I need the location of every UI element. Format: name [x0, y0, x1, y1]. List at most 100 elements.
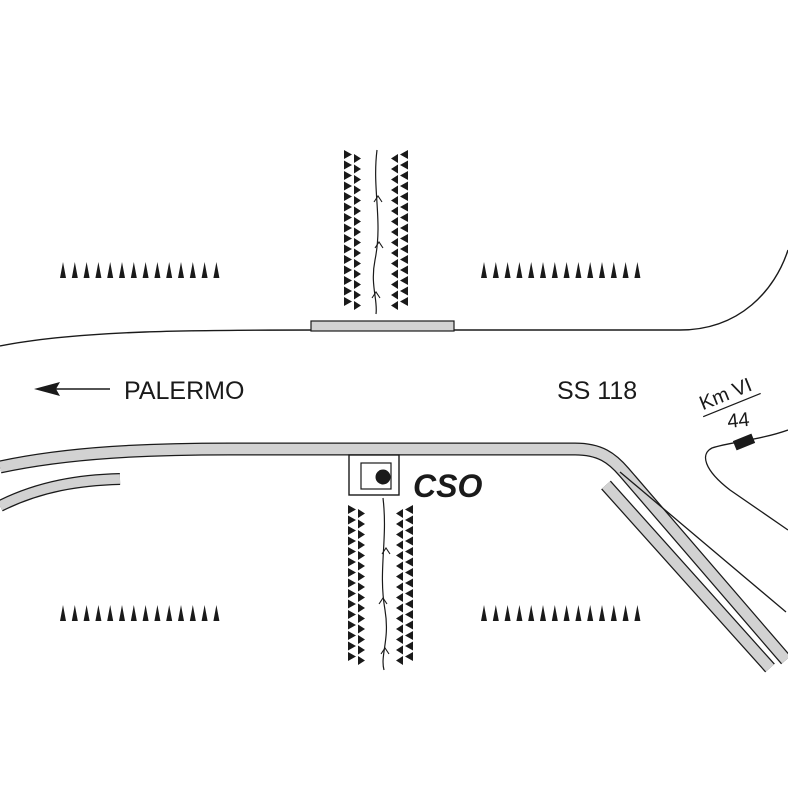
vegetation-symbol-icon [358, 603, 365, 613]
vegetation-symbol-icon [391, 164, 398, 174]
vegetation-symbol-icon [610, 605, 617, 621]
side-road-edge [704, 429, 788, 531]
vegetation-symbol-icon [400, 202, 408, 212]
vegetation-symbol-icon [400, 244, 408, 254]
vegetation-symbol-icon [130, 262, 137, 278]
vegetation-symbol-icon [344, 265, 352, 275]
vegetation-symbol-icon [348, 526, 356, 535]
vegetation-symbol-icon [201, 262, 208, 278]
vegetation-symbol-icon [391, 290, 398, 300]
vegetation-symbol-icon [400, 181, 408, 191]
vegetation-symbol-icon [178, 605, 184, 621]
vegetation-symbol-icon [358, 519, 365, 529]
vegetation-symbol-icon [610, 262, 617, 278]
vegetation-symbol-icon [95, 605, 102, 621]
vegetation-symbol-icon [354, 185, 361, 195]
direction-arrow-icon [34, 382, 110, 396]
vegetation-symbol-icon [83, 605, 90, 621]
vegetation-symbol-icon [400, 276, 408, 285]
vegetation-symbol-icon [391, 217, 398, 226]
vegetation-symbol-icon [396, 561, 403, 571]
vegetation-symbol-icon [587, 262, 594, 278]
vegetation-symbol-icon [348, 547, 356, 556]
vegetation-symbol-icon [563, 262, 570, 278]
vegetation-symbol-icon [599, 262, 605, 278]
vegetation-symbol-icon [551, 605, 558, 621]
vegetation-symbol-icon [634, 262, 641, 278]
vegetation-symbol-icon [358, 572, 365, 581]
vegetation-symbol-icon [396, 530, 403, 539]
vegetation-symbol-icon [504, 605, 511, 621]
ramp-line [619, 471, 787, 613]
vegetation-symbol-icon [189, 605, 196, 621]
bridge-deck-north [310, 320, 455, 332]
vegetation-symbol-icon [348, 578, 356, 588]
vegetation-symbol-icon [358, 645, 365, 655]
vegetation-symbol-icon [400, 223, 408, 233]
vegetation-symbol-icon [354, 280, 361, 289]
vegetation-symbol-icon [405, 536, 413, 546]
stream-flow-arrow-icon [380, 647, 390, 655]
vegetation-symbol-icon [358, 509, 365, 518]
vegetation-symbol-icon [358, 624, 365, 634]
road-edge-south-band [0, 443, 788, 664]
vegetation-symbol-icon [504, 262, 511, 278]
stream-channel-north [344, 149, 408, 315]
vegetation-symbol-icon [492, 605, 499, 621]
vegetation-symbol-icon [348, 589, 356, 598]
vegetation-symbol-icon [71, 262, 78, 278]
stream-flow-arrow-icon [371, 291, 381, 299]
vegetation-symbol-icon [354, 164, 361, 174]
vegetation-symbol-icon [166, 605, 173, 621]
vegetation-symbol-icon [344, 202, 352, 212]
vegetation-symbol-icon [344, 223, 352, 233]
vegetation-symbol-icon [119, 605, 125, 621]
vegetation-symbol-icon [201, 605, 208, 621]
direction-label: PALERMO [124, 377, 244, 405]
vegetation-symbol-icon [400, 255, 408, 264]
vegetation-symbol-icon [396, 509, 403, 518]
vegetation-symbol-icon [575, 262, 582, 278]
station-marker-icon [375, 469, 391, 485]
vegetation-symbol-icon [396, 572, 403, 581]
vegetation-symbol-icon [154, 605, 161, 621]
stream-centerline [381, 497, 387, 671]
vegetation-symbol-icon [354, 217, 361, 226]
vegetation-symbol-icon [400, 171, 408, 180]
vegetation-symbol-icon [622, 605, 629, 621]
vegetation-symbol-icon [405, 652, 413, 661]
vegetation-symbol-icon [396, 603, 403, 613]
vegetation-symbol-icon [95, 262, 102, 278]
vegetation-symbol-icon [396, 635, 403, 644]
vegetation-symbol-icon [396, 656, 403, 665]
vegetation-symbol-icon [391, 206, 398, 216]
vegetation-symbol-icon [400, 297, 408, 306]
vegetation-symbol-icon [391, 280, 398, 289]
vegetation-symbol-icon [396, 540, 403, 550]
vegetation-symbol-icon [391, 269, 398, 279]
station-label: CSO [413, 468, 482, 504]
vegetation-symbol-icon [551, 262, 558, 278]
vegetation-symbol-icon [528, 605, 535, 621]
vegetation-symbol-icon [405, 620, 413, 630]
vegetation-symbol-icon [154, 262, 161, 278]
vegetation-symbol-icon [348, 568, 356, 577]
vegetation-symbol-icon [405, 547, 413, 556]
vegetation-symbol-icon [396, 645, 403, 655]
vegetation-symbol-icon [344, 171, 352, 180]
km-marker-divider [702, 392, 761, 418]
km-marker-icon [732, 433, 756, 451]
vegetation-symbol-icon [348, 620, 356, 630]
vegetation-symbol-icon [391, 154, 398, 163]
stream-flow-arrow-icon [381, 547, 391, 555]
vegetation-symbol-icon [563, 605, 570, 621]
secondary-road-band [0, 474, 121, 511]
vegetation-symbol-icon [60, 262, 66, 278]
vegetation-symbol-icon [107, 605, 114, 621]
vegetation-symbol-icon [400, 265, 408, 275]
vegetation-symbol-icon [354, 227, 361, 237]
vegetation-symbol-icon [405, 505, 413, 514]
vegetation-symbol-icon [400, 234, 408, 243]
vegetation-symbol-icon [358, 551, 365, 560]
vegetation-symbol-icon [358, 593, 365, 602]
